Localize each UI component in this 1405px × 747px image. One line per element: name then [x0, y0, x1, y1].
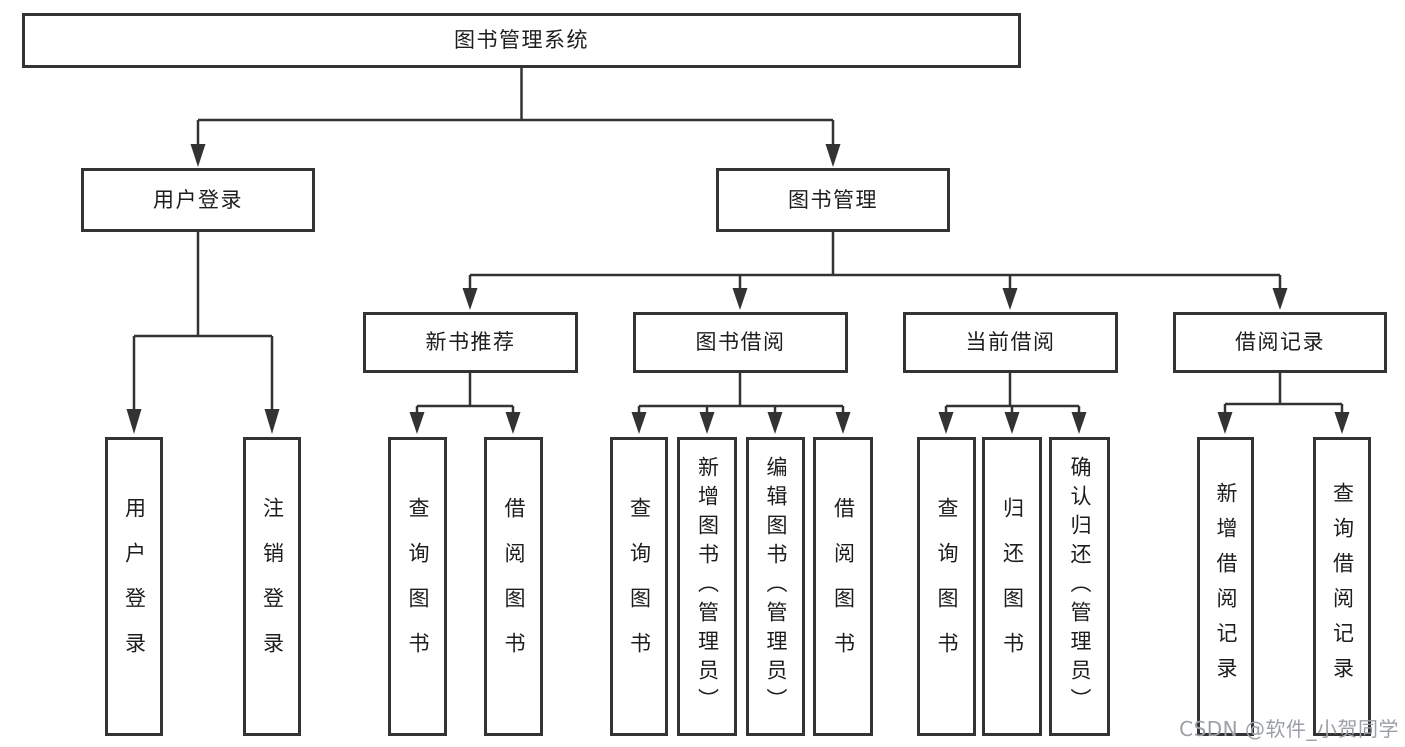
leaf-user-login: 用户登录	[105, 437, 163, 736]
leaf-query-books-current: 查询图书	[917, 437, 976, 736]
node-current-borrowing: 当前借阅	[903, 312, 1118, 373]
leaf-return-books: 归还图书	[982, 437, 1042, 736]
node-book-borrowing: 图书借阅	[633, 312, 848, 373]
leaf-add-books-admin: 新增图书（管理员）	[677, 437, 737, 736]
node-book-management: 图书管理	[716, 168, 950, 232]
node-user-login: 用户登录	[81, 168, 315, 232]
leaf-query-books-borrowing: 查询图书	[610, 437, 668, 736]
arrowheads	[126, 144, 1350, 434]
node-borrowing-records: 借阅记录	[1173, 312, 1387, 373]
csdn-watermark: CSDN @软件_小贺同学	[1179, 717, 1399, 741]
leaf-query-books-recommend: 查询图书	[388, 437, 447, 736]
node-new-book-recommendation: 新书推荐	[363, 312, 578, 373]
leaf-logout: 注销登录	[243, 437, 301, 736]
leaf-borrow-books-recommend: 借阅图书	[484, 437, 543, 736]
leaf-query-borrow-record: 查询借阅记录	[1313, 437, 1371, 736]
node-library-management-system: 图书管理系统	[22, 13, 1021, 68]
leaf-edit-books-admin: 编辑图书（管理员）	[746, 437, 805, 736]
leaf-borrow-books-borrowing: 借阅图书	[813, 437, 873, 736]
leaf-confirm-return-admin: 确认归还（管理员）	[1049, 437, 1110, 736]
leaf-add-borrow-record: 新增借阅记录	[1197, 437, 1254, 736]
